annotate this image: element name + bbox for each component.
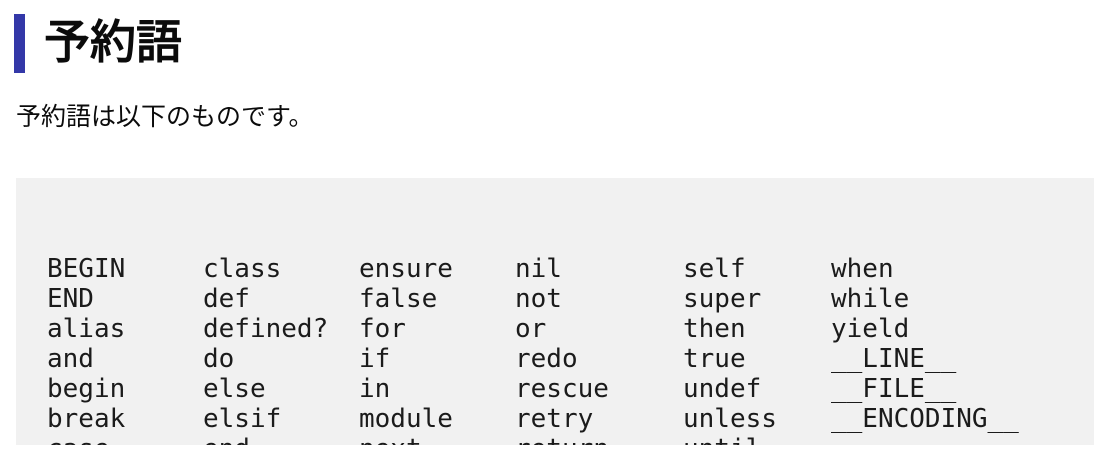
keyword-cell: yield (831, 314, 910, 344)
keyword-cell: in (359, 374, 391, 404)
keyword-cell: __LINE__ (831, 344, 957, 374)
keyword-cell: and (47, 344, 94, 374)
keyword-cell: while (831, 284, 910, 314)
keyword-cell: return (515, 434, 683, 445)
keyword-cell: unless (683, 404, 777, 434)
keyword-cell: defined? (203, 314, 329, 344)
keyword-cell: break (47, 404, 126, 434)
keyword-cell-empty (831, 434, 1019, 445)
page-heading: 予約語 (0, 0, 182, 86)
keyword-cell: super (683, 284, 762, 314)
keyword-cell: false (359, 284, 438, 314)
keyword-cell: do (203, 344, 235, 374)
keyword-cell: when (831, 254, 894, 284)
keyword-cell: ensure (359, 254, 453, 284)
keyword-cell: true (683, 344, 746, 374)
page-title: 予約語 (44, 16, 182, 68)
keyword-cell: nil (515, 254, 562, 284)
keyword-cell: self (683, 254, 746, 284)
keyword-cell: END (47, 284, 94, 314)
keyword-cell: case (47, 434, 203, 445)
keyword-cell: retry (515, 404, 594, 434)
keyword-cell: alias (47, 314, 126, 344)
keyword-cell: then (683, 314, 746, 344)
keyword-cell: class (203, 254, 282, 284)
keyword-cell: module (359, 404, 453, 434)
keyword-cell: else (203, 374, 266, 404)
keyword-cell: def (203, 284, 250, 314)
keyword-cell: end (203, 434, 359, 445)
keyword-cell: elsif (203, 404, 282, 434)
keyword-cell: begin (47, 374, 126, 404)
keyword-cell: __FILE__ (831, 374, 957, 404)
keyword-cell: not (515, 284, 562, 314)
keyword-cell: undef (683, 374, 762, 404)
keyword-cell: if (359, 344, 391, 374)
keyword-cell: for (359, 314, 406, 344)
keyword-cell: BEGIN (47, 254, 126, 284)
keyword-cell: next (359, 434, 515, 445)
lead-paragraph: 予約語は以下のものです。 (16, 103, 314, 131)
keyword-cell: __ENCODING__ (831, 404, 1019, 434)
keyword-cell: or (515, 314, 547, 344)
heading-accent-bar (14, 13, 25, 73)
keyword-cell: redo (515, 344, 578, 374)
keyword-cell: until (683, 434, 831, 445)
keyword-cell: rescue (515, 374, 609, 404)
